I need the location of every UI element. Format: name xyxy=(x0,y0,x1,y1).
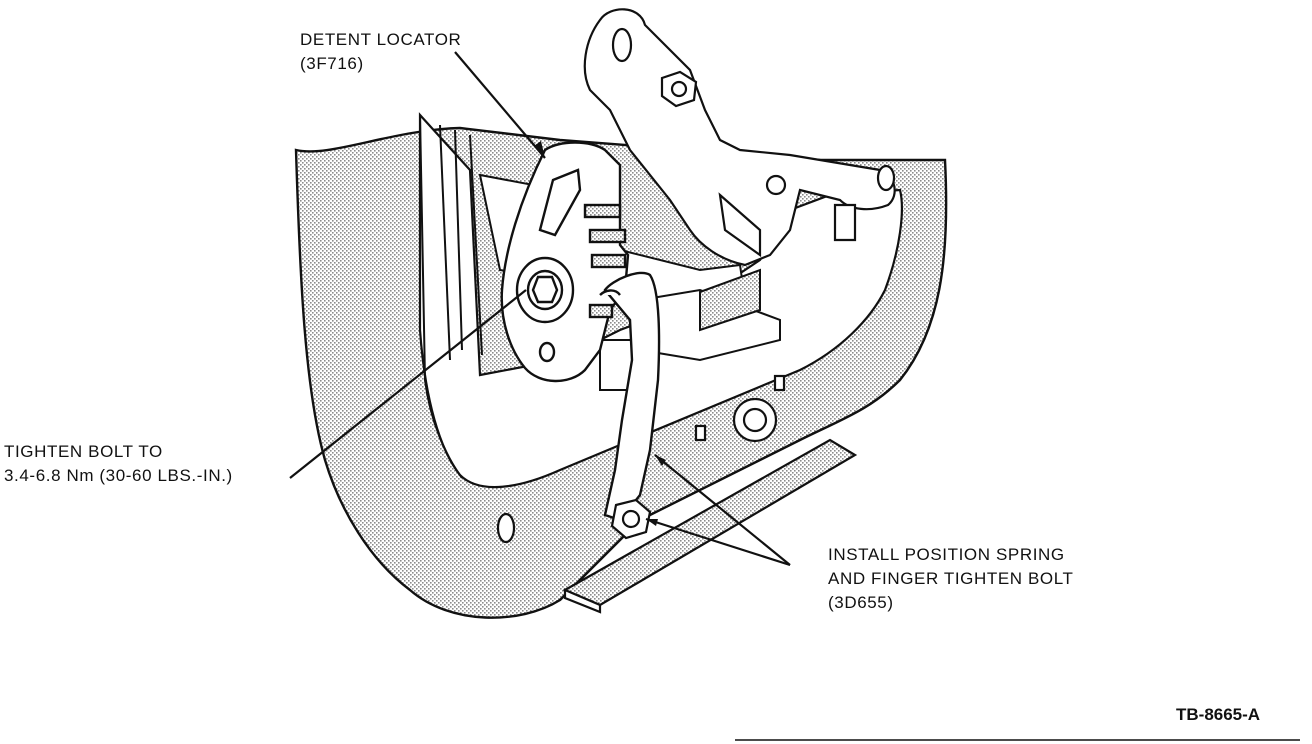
install-spring-callout: INSTALL POSITION SPRING AND FINGER TIGHT… xyxy=(828,543,1074,615)
figure-id: TB-8665-A xyxy=(1176,705,1261,724)
inner-wall-lines xyxy=(419,114,483,479)
pan-flange xyxy=(562,438,858,614)
install-spring-part-number: (3D655) xyxy=(828,593,894,612)
position-spring-part xyxy=(599,271,661,522)
leader-lines xyxy=(289,51,791,567)
detent-locator-callout: DETENT LOCATOR (3F716) xyxy=(300,28,461,76)
tighten-bolt-callout: TIGHTEN BOLT TO 3.4-6.8 Nm (30-60 LBS.-I… xyxy=(4,440,233,488)
detent-locator-part xyxy=(500,141,630,383)
manual-lever-casting xyxy=(583,8,896,267)
detent-locator-label: DETENT LOCATOR xyxy=(300,30,462,49)
tighten-bolt-torque: 3.4-6.8 Nm (30-60 LBS.-IN.) xyxy=(4,466,233,485)
install-spring-line2: AND FINGER TIGHTEN BOLT xyxy=(828,569,1074,588)
tighten-bolt-label: TIGHTEN BOLT TO xyxy=(4,442,163,461)
detent-locator-part-number: (3F716) xyxy=(300,54,364,73)
install-spring-line1: INSTALL POSITION SPRING xyxy=(828,545,1065,564)
bolt-heads xyxy=(496,374,786,544)
leader-arrowheads xyxy=(534,141,666,526)
